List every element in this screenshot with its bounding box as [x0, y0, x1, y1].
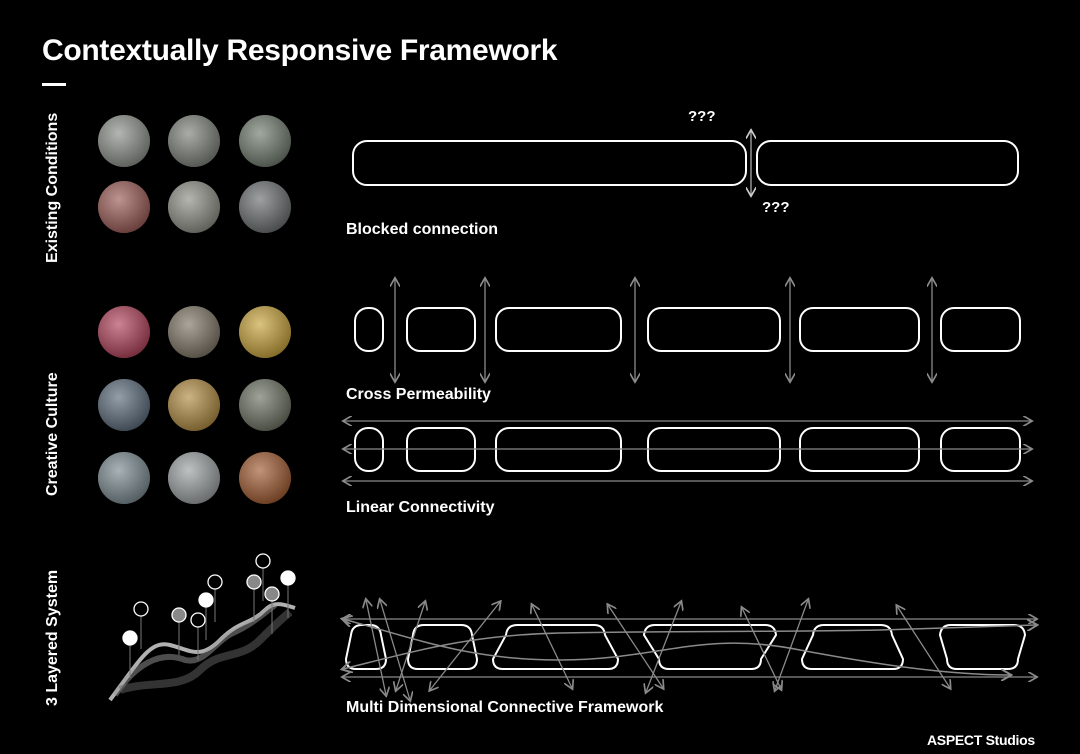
cross-block: [495, 307, 622, 352]
multi-block: [491, 624, 620, 670]
photo-shade: [239, 181, 291, 233]
photo-shade: [168, 115, 220, 167]
brand-logo: ASPECT Studios: [927, 732, 1035, 748]
diagonal-arrow: [775, 600, 808, 690]
cross-block: [354, 307, 384, 352]
people-icon: [280, 570, 296, 586]
curve-arrow: [343, 619, 1010, 675]
photo-shade: [98, 379, 150, 431]
tree-icon: [190, 612, 206, 628]
photo-shade: [98, 181, 150, 233]
photo-shade: [168, 379, 220, 431]
layer-ribbon: [118, 608, 293, 694]
photo-shade: [239, 379, 291, 431]
photo-shade: [239, 115, 291, 167]
cross-block: [940, 307, 1021, 352]
photo-shade: [239, 452, 291, 504]
diagonal-arrow: [430, 602, 500, 690]
label-multi-dimensional: Multi Dimensional Connective Framework: [346, 699, 664, 716]
diagonal-arrow: [380, 600, 410, 700]
bike-icon: [171, 607, 187, 623]
label-linear-connectivity: Linear Connectivity: [346, 499, 495, 516]
page-title: Contextually Responsive Framework: [42, 34, 558, 67]
photo-shade: [168, 181, 220, 233]
block-right: [756, 140, 1019, 186]
label-blocked-connection: Blocked connection: [346, 221, 499, 238]
block-left: [352, 140, 747, 186]
diagonal-arrow: [897, 606, 950, 688]
tree-icon: [255, 553, 271, 569]
cross-block: [406, 307, 476, 352]
photo-shade: [168, 452, 220, 504]
photo-shade: [168, 306, 220, 358]
bike-icon: [264, 586, 280, 602]
question-marks-bottom: ???: [762, 199, 790, 216]
question-marks-top: ???: [688, 108, 716, 125]
people-icon: [122, 630, 138, 646]
cross-block: [647, 307, 781, 352]
tree-icon: [207, 574, 223, 590]
multi-block: [938, 624, 1027, 670]
photo-shade: [98, 306, 150, 358]
people-icon: [198, 592, 214, 608]
cross-block: [799, 307, 920, 352]
bike-icon: [246, 574, 262, 590]
layer-ribbon: [112, 602, 277, 697]
photo-shade: [98, 452, 150, 504]
label-cross-permeability: Cross Permeability: [346, 386, 491, 403]
multi-block: [344, 624, 388, 670]
tree-icon: [133, 601, 149, 617]
diagonal-arrow: [608, 605, 663, 688]
photo-shade: [239, 306, 291, 358]
photo-shade: [98, 115, 150, 167]
title-rule: [42, 83, 66, 86]
diagonal-arrow: [532, 605, 572, 688]
